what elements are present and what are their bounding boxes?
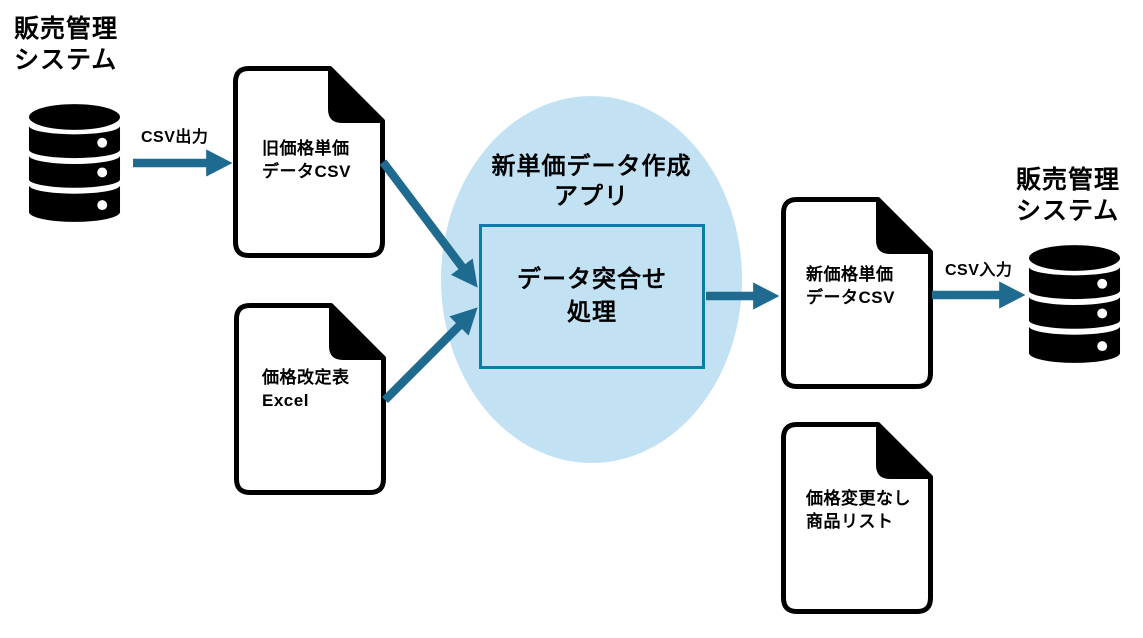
fold-corner — [876, 422, 933, 479]
document-label-price-revision-excel: 価格改定表 Excel — [262, 368, 350, 410]
document-icon-old-price-csv — [233, 66, 385, 258]
fold-corner — [328, 66, 385, 123]
csv-input-label: CSV入力 — [945, 262, 1013, 279]
fold-corner — [329, 303, 386, 360]
document-label-no-change-list: 価格変更なし 商品リスト — [806, 489, 911, 531]
app-title: 新単価データ作成 アプリ — [491, 153, 692, 210]
document-icon-no-change-list — [781, 422, 933, 614]
database-icon-left — [28, 104, 121, 222]
fold-corner — [876, 197, 933, 254]
right-system-title: 販売管理 システム — [1016, 166, 1121, 225]
database-icon-right — [1028, 245, 1121, 363]
document-icon-new-price-csv — [781, 197, 933, 389]
process-box-label: データ突合せ 処理 — [517, 266, 667, 326]
csv-output-label: CSV出力 — [141, 129, 209, 146]
left-system-title: 販売管理 システム — [14, 15, 119, 74]
process-box: データ突合せ 処理 — [479, 224, 705, 369]
document-label-new-price-csv: 新価格単価 データCSV — [806, 265, 895, 307]
document-label-old-price-csv: 旧価格単価 データCSV — [262, 139, 351, 181]
document-icon-price-revision-excel — [234, 303, 386, 495]
